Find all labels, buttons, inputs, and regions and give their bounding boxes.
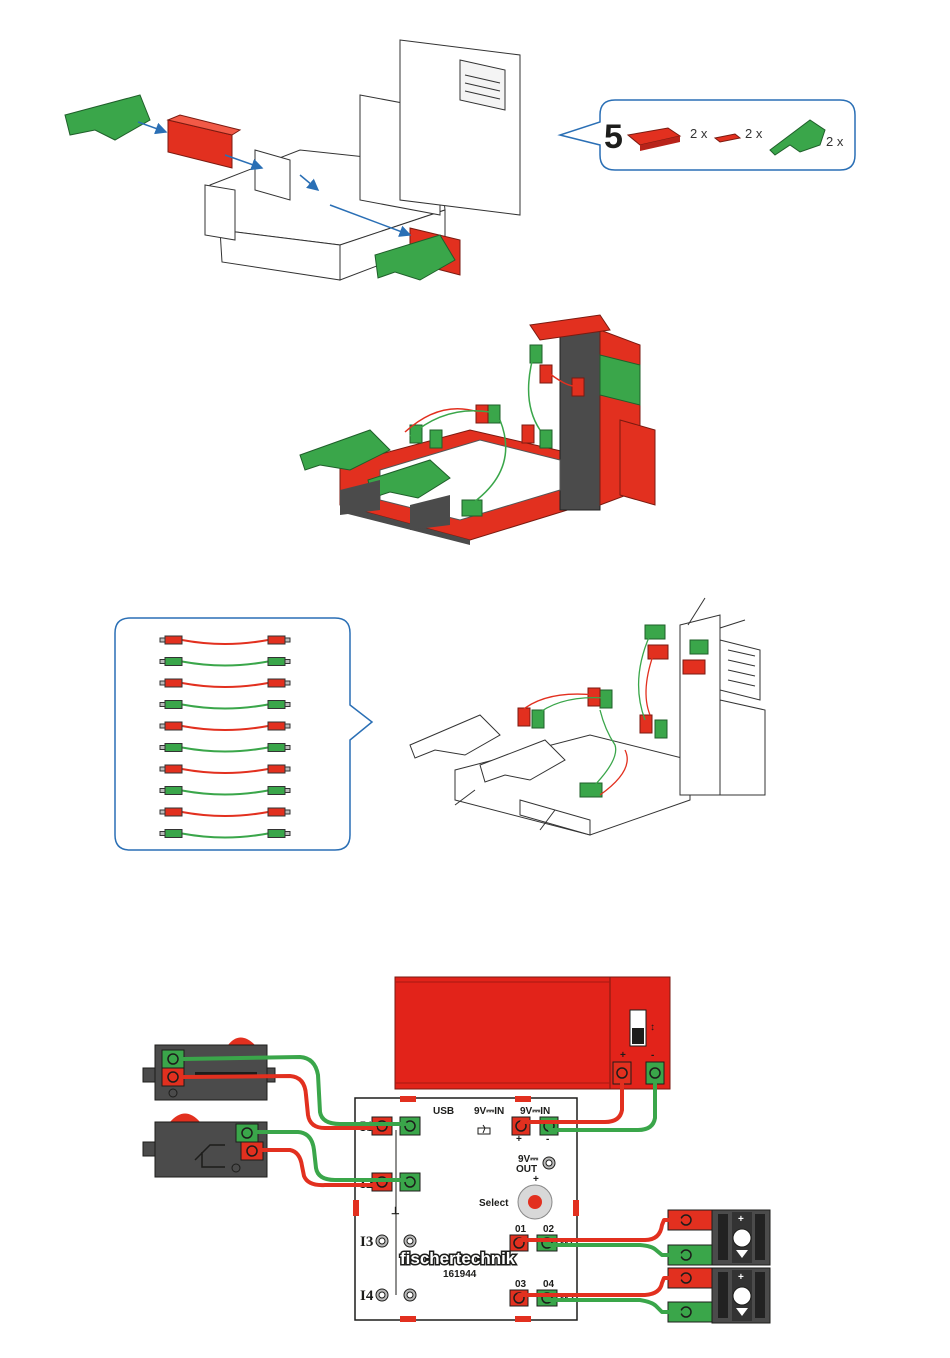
cable-plug <box>268 744 285 752</box>
cable-plug <box>165 808 182 816</box>
input-i3-label: I3 <box>360 1234 373 1250</box>
cable-plug <box>165 830 182 838</box>
cable-pin <box>285 724 290 728</box>
cable-plug <box>268 765 285 773</box>
output-02-label: 02 <box>543 1224 555 1235</box>
cable-pin <box>160 789 165 793</box>
cable-plug <box>165 744 182 752</box>
module-1-plus: + <box>738 1214 744 1225</box>
power-out-plus: + <box>533 1174 539 1185</box>
cable-plug <box>165 658 182 666</box>
cable-pin <box>285 681 290 685</box>
module-2-plus: + <box>738 1272 744 1283</box>
battery-minus: - <box>651 1050 654 1061</box>
cable-pin <box>285 789 290 793</box>
cable-pin <box>285 746 290 750</box>
battery-switch-arrows: ↕ <box>650 1022 655 1033</box>
cable-pin <box>160 638 165 642</box>
power-in-left-label: 9V⎓IN <box>474 1106 504 1117</box>
push-switch-2 <box>143 1114 267 1178</box>
cable-pin <box>160 746 165 750</box>
battery-pack: ↕ + - <box>395 977 670 1089</box>
power-in-plus: + <box>516 1134 522 1145</box>
cable-plug <box>165 722 182 730</box>
step-number: 5 <box>604 118 623 156</box>
assembled-model-outline <box>410 598 765 835</box>
cable-pin <box>160 660 165 664</box>
cable-plug <box>268 636 285 644</box>
cable-pin <box>160 724 165 728</box>
cable-pin <box>160 832 165 836</box>
cable-pin <box>160 810 165 814</box>
cable-pin <box>160 703 165 707</box>
green-flap-top <box>65 95 150 140</box>
cable-plug <box>268 787 285 795</box>
cable-pin <box>285 767 290 771</box>
cable-plug <box>165 701 182 709</box>
brand-label: fischertechnik <box>400 1249 516 1268</box>
usb-label: USB <box>433 1106 454 1117</box>
assembled-model-color <box>300 315 655 545</box>
wiring-diagram: ↕ + - <box>143 977 770 1323</box>
base-module <box>205 40 520 280</box>
output-01-label: 01 <box>515 1224 527 1235</box>
battery-plus: + <box>620 1050 626 1061</box>
cable-plug <box>268 701 285 709</box>
cable-plug <box>268 679 285 687</box>
input-i4-label: I4 <box>360 1288 374 1304</box>
red-plate-exploded <box>168 115 240 168</box>
output-module-2: + <box>668 1268 770 1323</box>
cable-plug <box>165 636 182 644</box>
cable-plug <box>268 830 285 838</box>
cable-pin <box>285 810 290 814</box>
controller-board: USB 9V⎓IN 9V⎓IN + - 9V⎓ OUT + Select I1 … <box>353 1096 579 1322</box>
output-03-label: 03 <box>515 1279 527 1290</box>
cable-pin <box>160 767 165 771</box>
cable-pin <box>285 660 290 664</box>
cable-pin <box>285 832 290 836</box>
power-in-minus: - <box>546 1134 549 1145</box>
model-label: 161944 <box>443 1269 477 1280</box>
select-label: Select <box>479 1198 509 1209</box>
cables-callout <box>115 618 372 850</box>
cable-plug <box>165 679 182 687</box>
cable-plug <box>268 658 285 666</box>
output-04-label: 04 <box>543 1279 555 1290</box>
battery-socket-green <box>646 1062 664 1084</box>
part-qty-green-flap: 2 x <box>826 134 844 149</box>
cable-pin <box>285 703 290 707</box>
push-switch-1 <box>143 1038 275 1101</box>
cable-plug <box>268 722 285 730</box>
cable-plug <box>165 787 182 795</box>
cable-plug <box>268 808 285 816</box>
cable-pin <box>285 638 290 642</box>
parts-callout: 5 2 x 2 x 2 x <box>560 100 855 170</box>
step-exploded-view <box>65 40 520 280</box>
part-qty-red-plate: 2 x <box>690 126 708 141</box>
power-in-right-label: 9V⎓IN <box>520 1106 550 1117</box>
output-module-1: + <box>668 1210 770 1265</box>
select-button[interactable] <box>518 1185 552 1219</box>
cable-plug <box>165 765 182 773</box>
part-qty-red-connector: 2 x <box>745 126 763 141</box>
ground-symbol: ⊥ <box>391 1206 400 1217</box>
battery-socket-red <box>613 1062 631 1084</box>
cable-pin <box>160 681 165 685</box>
